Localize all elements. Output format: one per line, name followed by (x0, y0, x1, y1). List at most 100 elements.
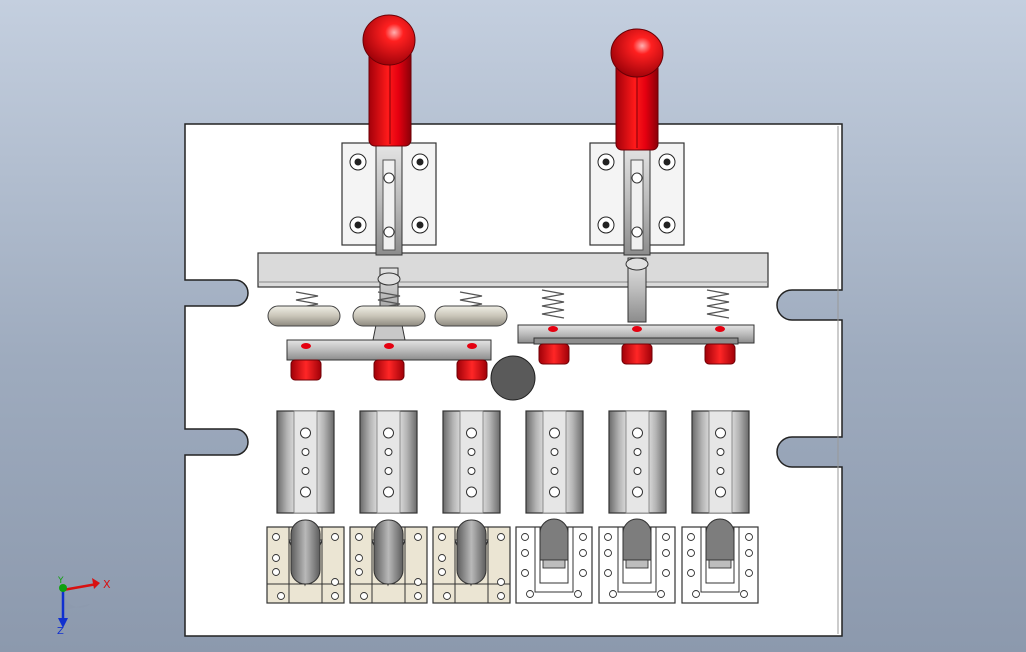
locating-hole-icon (383, 486, 394, 498)
locating-hole-icon (466, 427, 477, 439)
fixture-hole-icon (497, 533, 505, 541)
fixture-hole-icon (579, 569, 587, 577)
plate-hole[interactable] (490, 355, 536, 401)
locating-hole-icon (633, 448, 642, 456)
nest-block[interactable] (608, 410, 667, 514)
pressure-disc[interactable] (434, 305, 508, 327)
fixture-hole-icon (740, 590, 748, 598)
spring-right-1 (541, 289, 565, 319)
fixture-hole-icon (692, 590, 700, 598)
fixture-hole-icon (355, 533, 363, 541)
fixture-hole-icon (662, 569, 670, 577)
fixture-hole-icon (521, 549, 529, 557)
fixture-hole-icon (414, 578, 422, 586)
locating-hole-icon (633, 467, 642, 475)
v-fixture[interactable] (349, 519, 428, 604)
locating-hole-icon (384, 448, 393, 456)
cross-bar[interactable] (257, 252, 769, 288)
fixture-hole-icon (745, 549, 753, 557)
pressure-pins-right[interactable] (538, 343, 736, 365)
locating-hole-icon (300, 427, 311, 439)
v-fixture-row (266, 519, 511, 604)
fixture-hole-icon (355, 568, 363, 576)
spindle-nut (625, 257, 649, 271)
fixture-hole-icon (687, 533, 695, 541)
triad-shadow-icon (63, 590, 90, 610)
z-axis-head-icon (58, 618, 68, 628)
fixture-hole-icon (272, 568, 280, 576)
y-axis-dot-icon (59, 584, 67, 592)
fixture-hole-icon (497, 578, 505, 586)
nest-block[interactable] (276, 410, 335, 514)
fixture-hole-icon (526, 590, 534, 598)
clamp-handle-knob[interactable] (362, 14, 416, 66)
pressure-bar-lower (533, 337, 739, 345)
u-fixture[interactable] (598, 518, 676, 604)
locating-hole-icon (550, 467, 559, 475)
u-fixture-row (515, 518, 759, 604)
pressure-disc[interactable] (267, 305, 341, 327)
fixture-hole-icon (745, 533, 753, 541)
locating-hole-icon (716, 448, 725, 456)
bar-red-markers (301, 326, 725, 349)
fixture-hole-icon (521, 569, 529, 577)
spring-right-2 (706, 289, 730, 319)
locating-hole-icon (466, 486, 477, 498)
nest-block-row (276, 410, 750, 514)
v-fixture[interactable] (266, 519, 345, 604)
mount-bolt-icon (597, 153, 676, 234)
locating-hole-icon (467, 448, 476, 456)
fixture-hole-icon (272, 533, 280, 541)
locating-hole-icon (550, 448, 559, 456)
pressure-disc[interactable] (352, 305, 426, 327)
fixture-hole-icon (521, 533, 529, 541)
locating-hole-icon (383, 427, 394, 439)
pressure-pins-left[interactable] (290, 359, 488, 381)
axis-triad[interactable]: X Y Z (57, 576, 111, 637)
fixture-hole-icon (360, 592, 368, 600)
locating-hole-icon (632, 427, 643, 439)
fixture-hole-icon (438, 568, 446, 576)
locating-hole-icon (301, 467, 310, 475)
locating-hole-icon (384, 467, 393, 475)
fixture-hole-icon (745, 569, 753, 577)
nest-block[interactable] (691, 410, 750, 514)
fixture-hole-icon (414, 533, 422, 541)
locating-hole-icon (549, 427, 560, 439)
locating-hole-icon (467, 467, 476, 475)
locating-hole-icon (715, 427, 726, 439)
fixture-hole-icon (662, 549, 670, 557)
locating-hole-icon (300, 486, 311, 498)
v-fixture[interactable] (432, 519, 511, 604)
fixture-hole-icon (609, 590, 617, 598)
u-fixture[interactable] (681, 518, 759, 604)
clamp-pivot-icon (383, 172, 395, 184)
fixture-hole-icon (414, 592, 422, 600)
triad-x-label: X (103, 578, 111, 591)
toggle-clamp-left[interactable] (286, 14, 492, 361)
clamp-handle-knob[interactable] (610, 28, 664, 78)
nest-block[interactable] (442, 410, 501, 514)
x-axis-head-icon (92, 578, 100, 589)
fixture-hole-icon (355, 554, 363, 562)
mount-bolt-icon (349, 153, 429, 234)
fixture-hole-icon (574, 590, 582, 598)
clamp-pivot-icon-2 (383, 226, 395, 238)
u-fixture[interactable] (515, 518, 593, 604)
locating-hole-icon (715, 486, 726, 498)
fixture-hole-icon (331, 533, 339, 541)
fixture-hole-icon (604, 533, 612, 541)
nest-block[interactable] (525, 410, 584, 514)
fixture-hole-icon (277, 592, 285, 600)
clamp-pivot-icon-2 (631, 226, 643, 238)
toggle-clamp-right[interactable] (517, 28, 755, 345)
fixture-hole-icon (438, 554, 446, 562)
fixture-hole-icon (657, 590, 665, 598)
locating-hole-icon (632, 486, 643, 498)
x-axis-arrow-icon (62, 582, 98, 592)
fixture-hole-icon (438, 533, 446, 541)
nest-block[interactable] (359, 410, 418, 514)
spindle-nut (377, 272, 401, 286)
fixture-hole-icon (272, 554, 280, 562)
